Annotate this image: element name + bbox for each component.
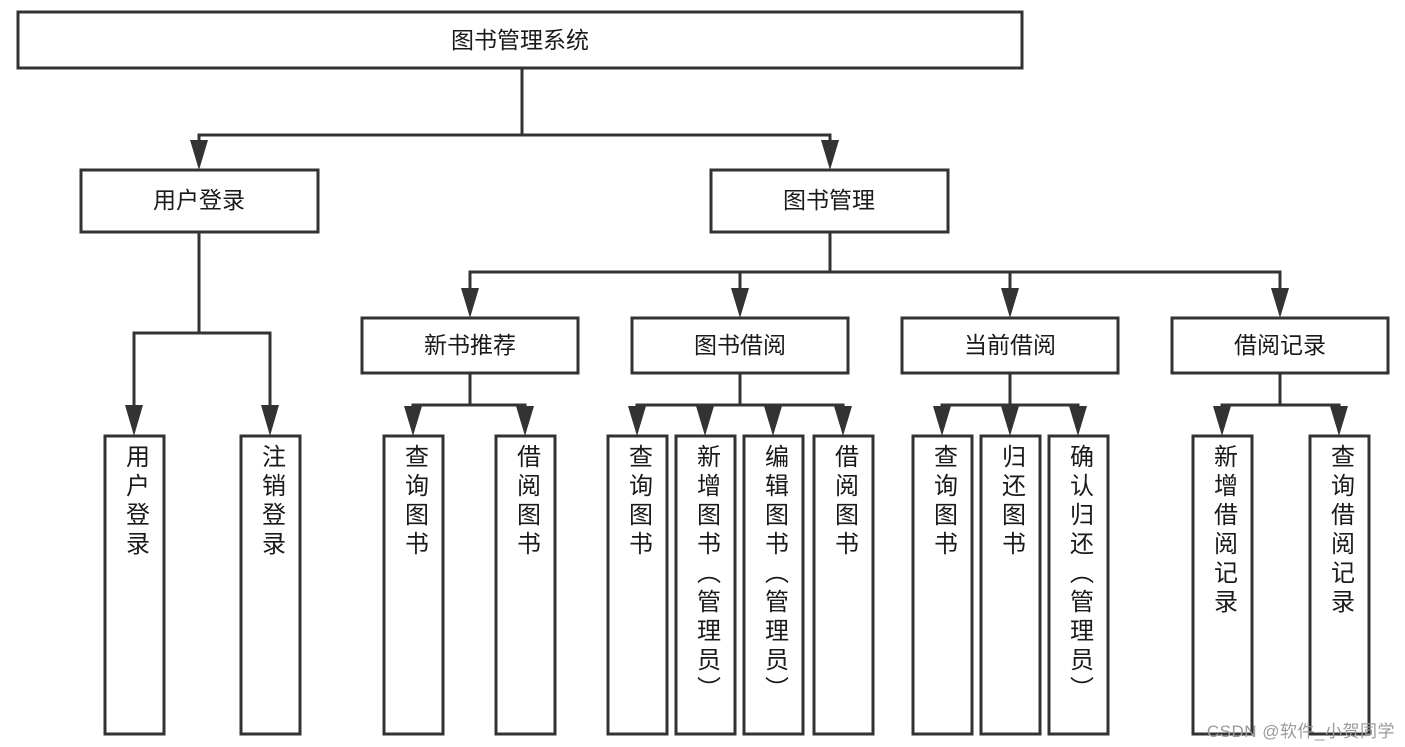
leaf-label-area: 新增图书（管理员） xyxy=(692,444,720,705)
node-book-borrow-label: 图书借阅 xyxy=(694,332,786,358)
leaf-label: 确认归还（管理员） xyxy=(1065,444,1093,705)
node-book-borrow[interactable]: 图书借阅 xyxy=(630,316,850,375)
leaf-borrow-records-1[interactable]: 查询借阅记录 xyxy=(1308,434,1371,736)
leaf-label: 借阅图书 xyxy=(512,444,540,560)
leaf-label: 归还图书 xyxy=(997,444,1025,560)
node-borrow-records[interactable]: 借阅记录 xyxy=(1170,316,1390,375)
node-root-label: 图书管理系统 xyxy=(451,27,589,53)
leaf-label-area: 编辑图书（管理员） xyxy=(760,444,788,705)
arrow-book-mgmt-child-1 xyxy=(731,288,749,318)
leaf-label: 查询图书 xyxy=(400,444,428,560)
leaf-label-area: 借阅图书 xyxy=(830,444,858,560)
node-root-system[interactable]: 图书管理系统 xyxy=(16,10,1024,70)
arrow-book-borrow-child-0 xyxy=(628,406,646,436)
leaf-box[interactable] xyxy=(1308,434,1371,736)
leaf-borrow-records-0[interactable]: 新增借阅记录 xyxy=(1191,434,1254,736)
node-user-login[interactable]: 用户登录 xyxy=(79,168,320,234)
leaf-box[interactable] xyxy=(103,434,166,736)
leaf-label-area: 注销登录 xyxy=(257,444,285,560)
leaf-label-area: 归还图书 xyxy=(997,444,1025,560)
arrow-book-borrow-child-1 xyxy=(696,406,714,436)
arrow-root-to-book-mgmt xyxy=(821,140,839,170)
node-current-borrow[interactable]: 当前借阅 xyxy=(900,316,1120,375)
node-current-borrow-label: 当前借阅 xyxy=(964,332,1056,358)
leaf-label-area: 查询借阅记录 xyxy=(1326,444,1354,618)
leaf-label: 新增图书（管理员） xyxy=(692,444,720,705)
node-new-book-recommend-label: 新书推荐 xyxy=(424,332,516,358)
leaf-box[interactable] xyxy=(382,434,445,736)
leaf-book-borrow-1[interactable]: 新增图书（管理员） xyxy=(674,434,737,736)
arrow-borrow-records-child-0 xyxy=(1213,406,1231,436)
node-user-login-label: 用户登录 xyxy=(153,187,245,213)
leaf-label-area: 新增借阅记录 xyxy=(1209,444,1237,618)
arrow-current-borrow-child-0 xyxy=(933,406,951,436)
node-borrow-records-box[interactable] xyxy=(1170,316,1390,375)
leaf-label: 查询图书 xyxy=(624,444,652,560)
leaf-current-borrow-0[interactable]: 查询图书 xyxy=(911,434,974,736)
arrow-current-borrow-child-1 xyxy=(1001,406,1019,436)
leaf-label-area: 用户登录 xyxy=(121,444,149,560)
node-root-box[interactable] xyxy=(16,10,1024,70)
leaf-label: 查询图书 xyxy=(929,444,957,560)
arrow-book-mgmt-child-3 xyxy=(1271,288,1289,318)
leaf-box[interactable] xyxy=(674,434,737,736)
leaf-label-area: 确认归还（管理员） xyxy=(1065,444,1093,705)
leaf-box[interactable] xyxy=(494,434,557,736)
node-new-book-recommend[interactable]: 新书推荐 xyxy=(360,316,580,375)
leaf-box[interactable] xyxy=(742,434,805,736)
arrow-book-mgmt-child-2 xyxy=(1001,288,1019,318)
leaf-user-login-0[interactable]: 用户登录 xyxy=(103,434,166,736)
arrow-current-borrow-child-2 xyxy=(1069,406,1087,436)
node-borrow-records-label: 借阅记录 xyxy=(1234,332,1326,358)
leaf-user-login-1[interactable]: 注销登录 xyxy=(239,434,302,736)
connector-layer xyxy=(125,66,1348,436)
leaf-current-borrow-2[interactable]: 确认归还（管理员） xyxy=(1047,434,1110,736)
leaf-box[interactable] xyxy=(1047,434,1110,736)
leaf-box[interactable] xyxy=(606,434,669,736)
leaf-new-book-0[interactable]: 查询图书 xyxy=(382,434,445,736)
leaf-label: 新增借阅记录 xyxy=(1209,444,1237,618)
leaf-book-borrow-3[interactable]: 借阅图书 xyxy=(812,434,875,736)
node-book-management-box[interactable] xyxy=(709,168,950,234)
arrow-new-book-child-1 xyxy=(516,406,534,436)
leaf-label: 注销登录 xyxy=(257,444,285,560)
leaf-book-borrow-0[interactable]: 查询图书 xyxy=(606,434,669,736)
node-user-login-box[interactable] xyxy=(79,168,320,234)
leaf-label-area: 借阅图书 xyxy=(512,444,540,560)
arrow-user-login-child-0 xyxy=(125,405,143,436)
leaf-label-area: 查询图书 xyxy=(624,444,652,560)
arrow-book-borrow-child-2 xyxy=(764,406,782,436)
leaf-box[interactable] xyxy=(911,434,974,736)
leaf-label: 用户登录 xyxy=(121,444,149,560)
arrow-root-to-user-login xyxy=(190,140,208,170)
leaf-label-area: 查询图书 xyxy=(929,444,957,560)
leaf-label-area: 查询图书 xyxy=(400,444,428,560)
leaf-label: 编辑图书（管理员） xyxy=(760,444,788,705)
arrow-user-login-child-1 xyxy=(261,405,279,436)
leaf-label: 借阅图书 xyxy=(830,444,858,560)
leaf-book-borrow-2[interactable]: 编辑图书（管理员） xyxy=(742,434,805,736)
leaf-new-book-1[interactable]: 借阅图书 xyxy=(494,434,557,736)
leaf-box[interactable] xyxy=(239,434,302,736)
node-book-borrow-box[interactable] xyxy=(630,316,850,375)
leaf-current-borrow-1[interactable]: 归还图书 xyxy=(979,434,1042,736)
leaf-box[interactable] xyxy=(1191,434,1254,736)
node-current-borrow-box[interactable] xyxy=(900,316,1120,375)
node-new-book-recommend-box[interactable] xyxy=(360,316,580,375)
arrow-book-mgmt-child-0 xyxy=(461,288,479,318)
node-book-management-label: 图书管理 xyxy=(783,187,875,213)
leaf-label: 查询借阅记录 xyxy=(1326,444,1354,618)
leaf-box[interactable] xyxy=(979,434,1042,736)
arrow-book-borrow-child-3 xyxy=(834,406,852,436)
arrow-new-book-child-0 xyxy=(404,406,422,436)
csdn-watermark: CSDN @软件_小贺同学 xyxy=(1206,722,1395,741)
arrow-borrow-records-child-1 xyxy=(1330,406,1348,436)
leaf-box[interactable] xyxy=(812,434,875,736)
node-book-management[interactable]: 图书管理 xyxy=(709,168,950,234)
